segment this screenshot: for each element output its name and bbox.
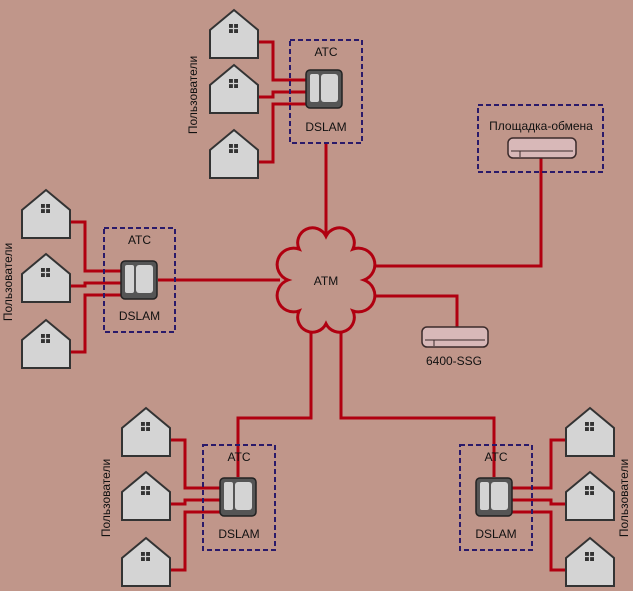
house-icon xyxy=(21,318,71,369)
window-frame xyxy=(141,552,150,561)
house-shape xyxy=(121,470,171,521)
link-atm-ssg xyxy=(362,294,459,327)
ssg-label: 6400-SSG xyxy=(426,354,482,368)
window-frame xyxy=(41,204,50,213)
users-label: Пользователи xyxy=(617,459,631,537)
dslam-label: DSLAM xyxy=(119,309,160,323)
window-frame xyxy=(229,79,238,88)
dslam-device-icon xyxy=(120,260,158,300)
link-atm-bottom-left xyxy=(236,322,313,477)
users-label: Пользователи xyxy=(186,56,200,134)
house-shape xyxy=(21,252,71,303)
device-panel xyxy=(125,265,134,293)
house-shape xyxy=(565,406,615,457)
ats-label: АТС xyxy=(128,233,151,247)
house-shape xyxy=(565,536,615,587)
ats-label: АТС xyxy=(484,450,507,464)
house-icon xyxy=(21,252,71,303)
ssg-router-icon xyxy=(421,326,489,348)
users-label: Пользователи xyxy=(1,243,15,321)
house-shape xyxy=(121,536,171,587)
house-icon xyxy=(121,470,171,521)
link-user-dslam xyxy=(512,498,566,506)
ats-station-box xyxy=(289,39,363,144)
device-panel xyxy=(491,482,508,510)
dslam-label: DSLAM xyxy=(305,120,346,134)
ats-station-box xyxy=(459,444,533,551)
window-frame xyxy=(229,24,238,33)
device-panel xyxy=(310,74,319,102)
dslam-device-icon xyxy=(219,477,257,517)
exchange-router-icon xyxy=(507,137,577,159)
device-panel xyxy=(480,482,489,510)
house-icon xyxy=(565,536,615,587)
device-panel xyxy=(235,482,252,510)
window-frame xyxy=(141,486,150,495)
house-icon xyxy=(209,8,259,59)
window-frame xyxy=(585,552,594,561)
link-user-dslam xyxy=(170,438,220,490)
house-icon xyxy=(121,406,171,457)
house-shape xyxy=(21,318,71,369)
device-panel xyxy=(224,482,233,510)
atm-label: ATM xyxy=(314,274,338,288)
device-panel xyxy=(321,74,338,102)
exchange-label: Площадка-обмена xyxy=(489,119,593,133)
link-user-dslam xyxy=(170,498,220,506)
house-icon xyxy=(565,470,615,521)
users-label: Пользователи xyxy=(99,459,113,537)
house-shape xyxy=(21,188,71,239)
dslam-label: DSLAM xyxy=(475,527,516,541)
atm-cloud-icon xyxy=(275,226,377,334)
house-icon xyxy=(209,128,259,179)
house-shape xyxy=(121,406,171,457)
window-frame xyxy=(41,334,50,343)
window-frame xyxy=(41,268,50,277)
house-icon xyxy=(21,188,71,239)
house-icon xyxy=(209,63,259,114)
ats-label: АТС xyxy=(227,450,250,464)
house-icon xyxy=(121,536,171,587)
house-shape xyxy=(209,128,259,179)
router-body xyxy=(507,137,577,159)
link-user-dslam xyxy=(70,293,121,354)
ats-station-box xyxy=(202,444,276,551)
house-icon xyxy=(565,406,615,457)
dslam-label: DSLAM xyxy=(218,527,259,541)
house-shape xyxy=(209,8,259,59)
link-atm-bottom-right xyxy=(339,322,496,477)
link-user-dslam xyxy=(70,281,121,288)
window-frame xyxy=(229,144,238,153)
window-frame xyxy=(585,422,594,431)
link-user-dslam xyxy=(170,510,220,572)
window-frame xyxy=(585,486,594,495)
device-panel xyxy=(136,265,153,293)
link-user-dslam xyxy=(258,40,306,82)
link-user-dslam xyxy=(70,220,121,273)
house-shape xyxy=(209,63,259,114)
router-body xyxy=(421,326,489,348)
link-atm-exchange xyxy=(370,158,543,268)
link-user-dslam xyxy=(258,102,306,164)
ats-label: АТС xyxy=(314,45,337,59)
dslam-device-icon xyxy=(475,477,513,517)
dslam-device-icon xyxy=(305,69,343,109)
window-frame xyxy=(141,422,150,431)
link-user-dslam xyxy=(512,438,566,490)
link-user-dslam xyxy=(258,90,306,99)
house-shape xyxy=(565,470,615,521)
ats-station-box xyxy=(103,227,176,333)
link-user-dslam xyxy=(512,510,566,572)
